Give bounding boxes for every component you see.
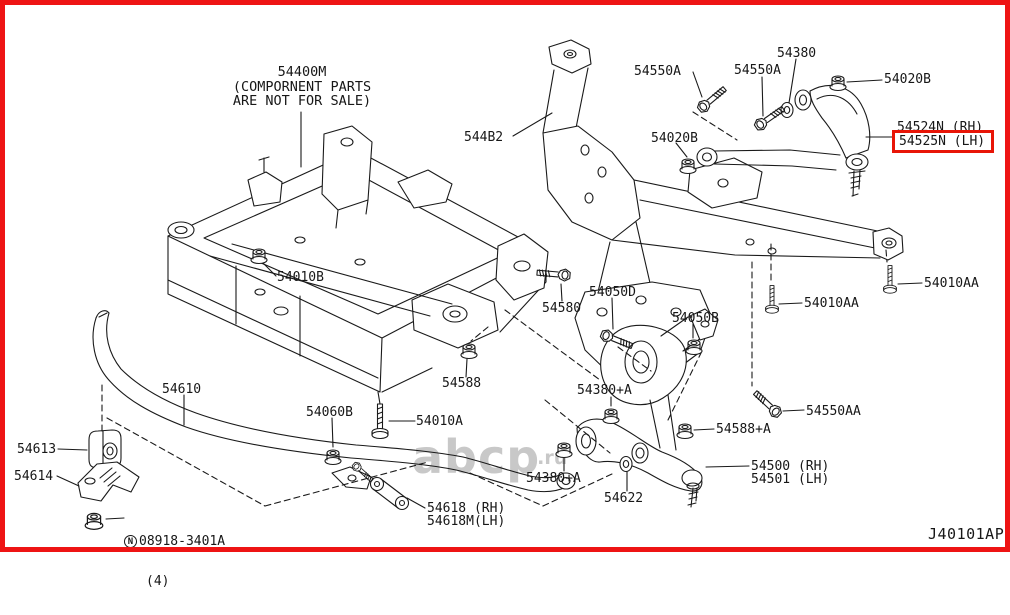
nut-54588a-icon xyxy=(676,423,694,440)
part-label-54613[interactable]: 54613 xyxy=(17,442,57,457)
nut-54060b-icon xyxy=(324,449,342,466)
assembly-dashed-lines xyxy=(101,111,888,507)
part-number-54400m[interactable]: 54400M xyxy=(277,64,327,80)
bolt-54010aa-2-icon xyxy=(765,285,779,314)
part-label-54588a[interactable]: 54588+A xyxy=(716,422,771,437)
part-label-54588[interactable]: 54588 xyxy=(442,376,482,391)
part-label-54501-lh[interactable]: 54501 (LH) xyxy=(751,472,830,487)
part-label-54380a-2[interactable]: 54380+A xyxy=(526,471,581,486)
nut-54020b-1-icon xyxy=(829,75,847,92)
part-label-54610[interactable]: 54610 xyxy=(162,382,202,397)
nut-54050b-icon xyxy=(685,339,703,356)
hardware-number[interactable]: 08918-3401A xyxy=(139,534,226,549)
part-label-54550a-2[interactable]: 54550A xyxy=(734,63,781,78)
part-label-54020b-2[interactable]: 54020B xyxy=(651,131,698,146)
part-label-54010a[interactable]: 54010A xyxy=(416,414,463,429)
part-label-54550aa[interactable]: 54550AA xyxy=(806,404,861,419)
bolt-54550a-1-icon xyxy=(694,83,730,116)
part-label-54622[interactable]: 54622 xyxy=(604,491,644,506)
bolt-54550aa-icon xyxy=(750,387,785,421)
nut-54020b-2-icon xyxy=(679,158,697,175)
part-label-54380[interactable]: 54380 xyxy=(777,46,817,61)
nut-08918-icon xyxy=(84,512,104,530)
bolt-54010a-icon xyxy=(371,403,389,440)
part-label-54050d[interactable]: 54050D xyxy=(589,285,636,300)
part-label-54618m-lh[interactable]: 54618M(LH) xyxy=(427,514,506,529)
bolt-54010aa-1-icon xyxy=(883,265,897,294)
part-label-54380a-1[interactable]: 54380+A xyxy=(577,383,632,398)
stabilizer-link-drawing xyxy=(331,460,410,511)
part-label-54550a-1[interactable]: 54550A xyxy=(634,64,681,79)
hardware-qty: (4) xyxy=(146,574,170,589)
upper-control-arm-drawing xyxy=(696,84,871,197)
nut-54588-icon xyxy=(460,343,478,360)
part-label-54525n-lh[interactable]: 54525N (LH) xyxy=(899,134,986,149)
note-line-2: (COMPORNENT PARTS xyxy=(232,78,372,95)
label-leader-lines xyxy=(56,58,923,520)
diagram-canvas: abcp.ru xyxy=(14,39,1005,588)
highlight-box-54525n[interactable]: 54525N (LH) xyxy=(892,130,994,153)
stabilizer-bar-drawing xyxy=(77,310,576,502)
part-label-544b2[interactable]: 544B2 xyxy=(464,130,504,145)
part-label-54618-rh[interactable]: 54618 (RH) xyxy=(427,501,506,516)
note-line-3: ARE NOT FOR SALE) xyxy=(232,93,372,109)
part-label-54060b[interactable]: 54060B xyxy=(306,405,353,420)
nut-54380a-1-icon xyxy=(602,408,620,425)
diagram-code: J40101AP xyxy=(928,525,1005,543)
nut-54010b-icon xyxy=(250,248,268,265)
circled-n-icon: N xyxy=(124,535,137,548)
part-label-54020b-1[interactable]: 54020B xyxy=(884,72,931,87)
lower-control-arm-drawing xyxy=(575,308,719,508)
part-label-54050b[interactable]: 54050B xyxy=(672,311,719,326)
part-label-54010aa-2[interactable]: 54010AA xyxy=(804,296,859,311)
part-label-54580[interactable]: 54580 xyxy=(542,301,582,316)
nut-54380a-2-icon xyxy=(555,442,573,459)
diagram-line-art xyxy=(56,39,923,530)
part-label-54010aa-1[interactable]: 54010AA xyxy=(924,276,979,291)
washer-54622-icon xyxy=(619,455,633,473)
watermark: abcp.ru xyxy=(412,433,570,491)
washer-54380-icon xyxy=(780,101,794,119)
part-label-54614[interactable]: 54614 xyxy=(14,469,54,484)
subframe-54400m-drawing xyxy=(167,125,549,405)
part-label-54500-rh[interactable]: 54500 (RH) xyxy=(751,459,830,474)
part-label-54010b[interactable]: 54010B xyxy=(277,270,324,285)
